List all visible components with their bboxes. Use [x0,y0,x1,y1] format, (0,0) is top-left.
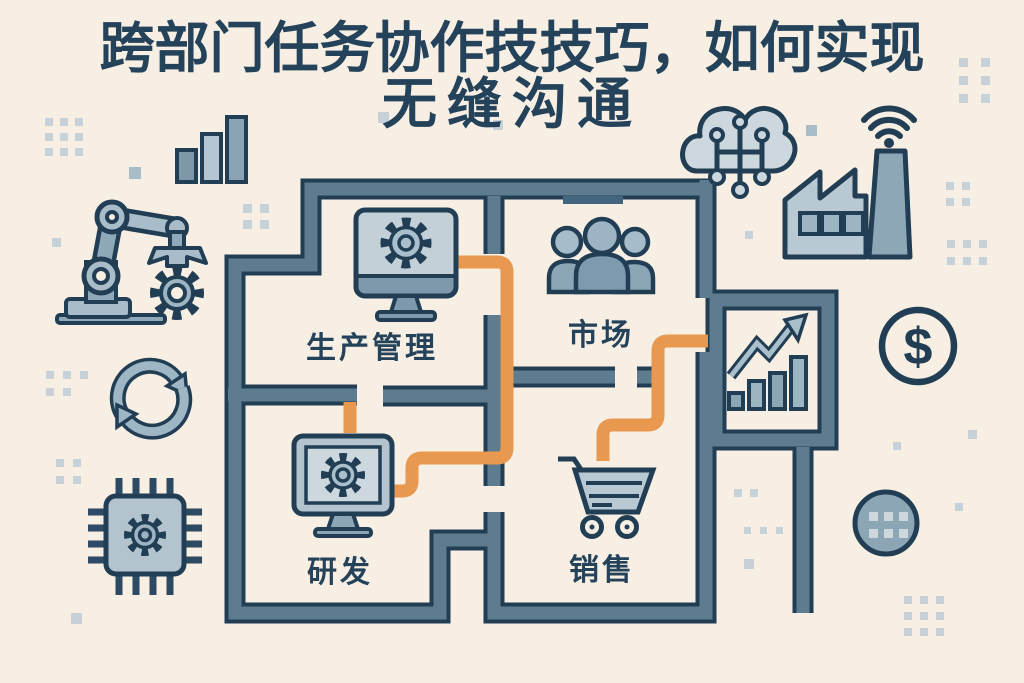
dollar-coin-icon: $ [878,306,958,386]
decor-squares [45,58,990,636]
maze-walls-fill [228,180,835,620]
wifi-icon [861,105,917,148]
growth-chart-icon [726,312,809,411]
cpu-chip-icon [88,478,202,595]
shopping-cart-icon [558,456,657,539]
bar-chart-icon [175,115,248,184]
room-label-research-development: 研发 [307,556,373,589]
sync-arrows-icon [109,357,193,440]
monitor-gear-icon [353,207,459,322]
title-line-1: 跨部门任务协作技技巧，如何实现 [99,17,925,79]
dollar-symbol: $ [904,318,933,376]
robot-arm-icon [55,199,208,325]
monitor-gear-icon [291,433,395,538]
path-production-to-rnd [394,255,514,498]
room-label-sales: 销售 [569,554,635,587]
page-title: 跨部门任务协作技技巧，如何实现 无缝沟通 [0,20,1024,132]
title-line-2: 无缝沟通 [381,73,642,136]
factory-icon [782,148,913,260]
room-label-production: 生产管理 [306,332,438,365]
room-label-marketing: 市场 [568,319,634,352]
people-group-icon [546,216,656,295]
dotted-circle-icon [852,489,920,557]
collaboration-paths [343,255,708,498]
path-sales-to-goal [596,334,708,461]
ai-cloud-icon [680,105,798,199]
top-wall-step [563,196,623,204]
